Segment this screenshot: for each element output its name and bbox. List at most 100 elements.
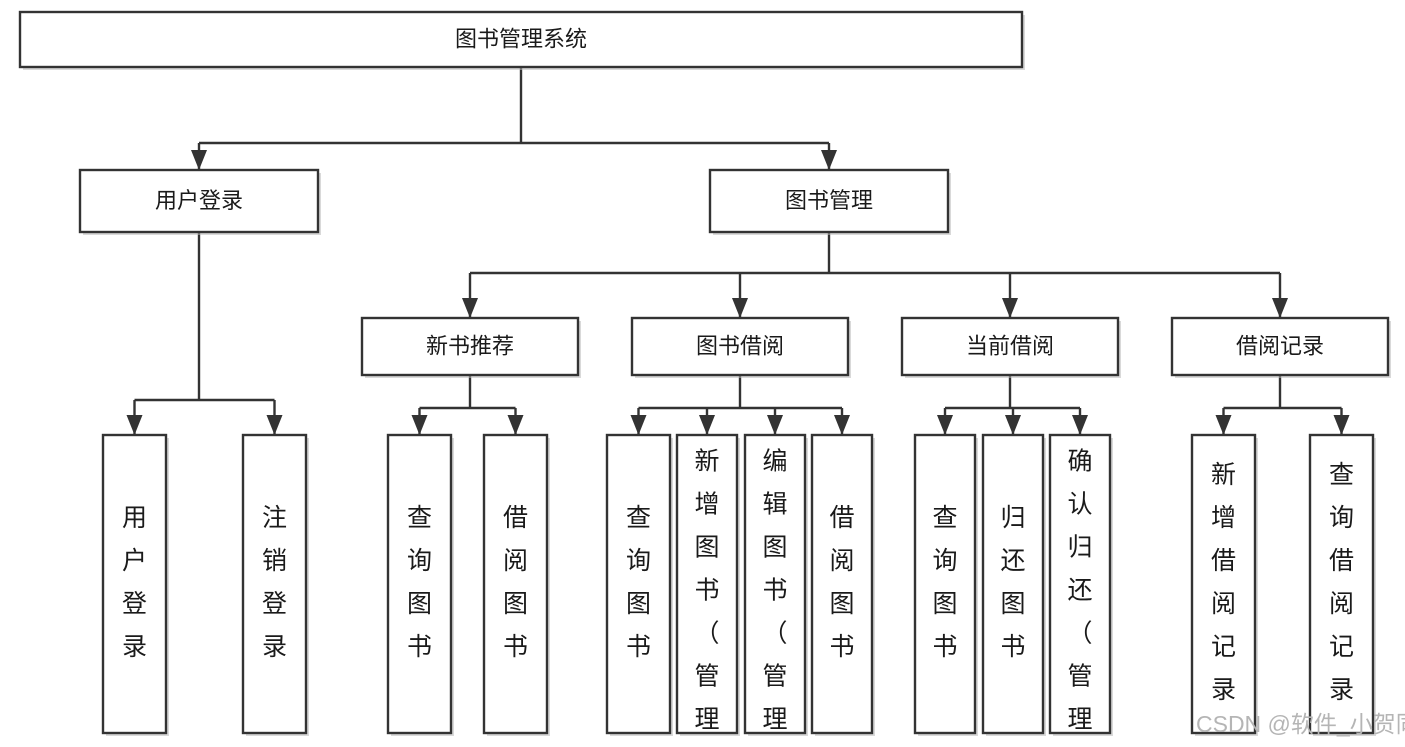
node-leaf-borrow-book-label-char: 借 (829, 504, 854, 532)
node-leaf-edit-book-admin-rect[interactable] (743, 433, 807, 735)
node-leaf-borrow-book-label-char: 图 (829, 590, 854, 618)
node-root-root-rect[interactable] (18, 10, 1024, 69)
node-borrow-record-rect[interactable] (1170, 316, 1390, 377)
node-leaf-add-borrow-record-label-char: 阅 (1211, 590, 1236, 618)
node-new-book-recommend[interactable]: 新书推荐 (360, 316, 581, 378)
node-leaf-query-book-borrow-label-char: 询 (626, 547, 651, 575)
node-leaf-add-book-admin-label-char: 书 (694, 577, 719, 605)
node-leaf-query-borrow-record-label-char: 查 (1329, 461, 1354, 489)
node-leaf-query-book-recommend-label-char: 查 (407, 504, 432, 532)
node-borrow-record[interactable]: 借阅记录 (1170, 316, 1391, 378)
node-leaf-return-book-label-char: 归 (1000, 504, 1025, 532)
node-leaf-edit-book-admin-label-char: 编 (762, 448, 787, 476)
node-current-borrow[interactable]: 当前借阅 (900, 316, 1121, 378)
node-leaf-query-borrow-record-label-char: 记 (1329, 633, 1354, 661)
node-leaf-query-book-recommend-label-char: 书 (407, 633, 432, 661)
node-leaf-user-logout-label-char: 录 (262, 633, 287, 661)
edge-bookmgmt-to-level3-arrowhead-2 (1002, 298, 1018, 318)
node-leaf-user-logout-rect[interactable] (241, 433, 308, 735)
node-leaf-confirm-return-admin-label-char: （ (1067, 620, 1092, 648)
node-leaf-add-book-admin-label-char: 理 (694, 706, 719, 734)
edge-root-to-level2-arrowhead-1 (821, 150, 837, 170)
node-user-login-rect[interactable] (78, 168, 320, 234)
node-leaf-user-logout-label-char: 销 (262, 547, 287, 575)
node-leaf-edit-book-admin-label-char: 辑 (762, 491, 787, 519)
node-leaf-add-book-admin-label-char: 增 (694, 491, 719, 519)
edge-current-borrow-to-leaves-arrowhead-2 (1072, 415, 1088, 435)
node-leaf-edit-book-admin-label-char: 管 (762, 663, 787, 691)
edge-new-book-recommend-to-leaves-arrowhead-0 (411, 415, 428, 435)
node-leaf-query-book-current-rect[interactable] (913, 433, 977, 735)
node-new-book-recommend-label: 新书推荐 (426, 333, 514, 358)
node-leaf-user-logout-label-char: 登 (262, 590, 287, 618)
edge-book-borrow-to-leaves-arrowhead-1 (699, 415, 715, 435)
node-leaf-borrow-book-recommend-label-char: 图 (503, 590, 528, 618)
node-root-root[interactable]: 图书管理系统 (18, 10, 1025, 70)
node-leaf-user-login[interactable]: 用户登录 (101, 433, 169, 736)
node-leaf-confirm-return-admin-label-char: 归 (1067, 534, 1092, 562)
node-leaf-query-book-borrow-rect[interactable] (605, 433, 672, 735)
node-book-management-rect[interactable] (708, 168, 950, 234)
node-current-borrow-rect[interactable] (900, 316, 1120, 377)
node-book-management-label: 图书管理 (785, 188, 873, 213)
node-leaf-query-book-current-label-char: 询 (932, 547, 957, 575)
node-leaf-user-login-label-char: 登 (122, 590, 147, 618)
edge-borrow-record-to-leaves-arrowhead-1 (1333, 415, 1350, 435)
node-leaf-borrow-book-recommend-rect[interactable] (482, 433, 549, 735)
node-user-login[interactable]: 用户登录 (78, 168, 321, 235)
node-leaf-add-borrow-record-label-char: 录 (1211, 676, 1236, 704)
node-leaf-confirm-return-admin-rect[interactable] (1048, 433, 1112, 735)
node-leaf-return-book-label-char: 还 (1000, 547, 1025, 575)
node-leaf-edit-book-admin-label-char: 理 (762, 706, 787, 734)
node-leaf-edit-book-admin-label-char: （ (762, 620, 787, 648)
node-book-borrow[interactable]: 图书借阅 (630, 316, 851, 378)
edge-user-login-to-leaves-arrowhead-1 (266, 415, 283, 435)
node-leaf-add-borrow-record-label-char: 新 (1211, 461, 1236, 489)
node-leaf-confirm-return-admin-label-char: 还 (1067, 577, 1092, 605)
node-leaf-borrow-book-recommend-label-char: 书 (503, 633, 528, 661)
edge-borrow-record-to-leaves-arrowhead-0 (1215, 415, 1232, 435)
connector-edges-layer (126, 67, 1350, 435)
node-leaf-query-borrow-record-label-char: 阅 (1329, 590, 1354, 618)
node-leaf-confirm-return-admin-label-char: 认 (1067, 491, 1092, 519)
node-leaf-borrow-book-rect[interactable] (810, 433, 874, 735)
node-new-book-recommend-rect[interactable] (360, 316, 580, 377)
node-leaf-query-borrow-record-label-char: 询 (1329, 504, 1354, 532)
node-leaf-user-login-rect[interactable] (101, 433, 168, 735)
node-leaf-return-book-rect[interactable] (981, 433, 1045, 735)
csdn-watermark: CSDN @软件_小贺同学 (1196, 711, 1405, 737)
node-leaf-query-book-recommend-label-char: 询 (407, 547, 432, 575)
edge-new-book-recommend-to-leaves-arrowhead-1 (507, 415, 524, 435)
node-leaf-add-borrow-record-label-char: 增 (1211, 504, 1236, 532)
node-leaf-confirm-return-admin-label-char: 理 (1067, 706, 1092, 734)
node-book-management[interactable]: 图书管理 (708, 168, 951, 235)
node-leaf-add-book-admin-label-char: 图 (694, 534, 719, 562)
node-user-login-label: 用户登录 (155, 188, 243, 213)
node-leaf-borrow-book-recommend-label-char: 阅 (503, 547, 528, 575)
node-leaf-add-borrow-record-rect[interactable] (1190, 433, 1257, 735)
node-leaf-query-book-borrow-label-char: 图 (626, 590, 651, 618)
node-leaf-query-borrow-record-rect[interactable] (1308, 433, 1375, 735)
node-leaf-add-book-admin-rect[interactable] (675, 433, 739, 735)
node-leaf-query-book-current-label-char: 图 (932, 590, 957, 618)
edge-current-borrow-to-leaves-arrowhead-0 (937, 415, 953, 435)
edge-user-login-to-leaves-arrowhead-0 (126, 415, 143, 435)
node-leaf-query-book-recommend-rect[interactable] (386, 433, 453, 735)
node-book-borrow-rect[interactable] (630, 316, 850, 377)
edge-bookmgmt-to-level3-arrowhead-1 (732, 298, 748, 318)
node-leaf-confirm-return-admin-label-char: 管 (1067, 663, 1092, 691)
